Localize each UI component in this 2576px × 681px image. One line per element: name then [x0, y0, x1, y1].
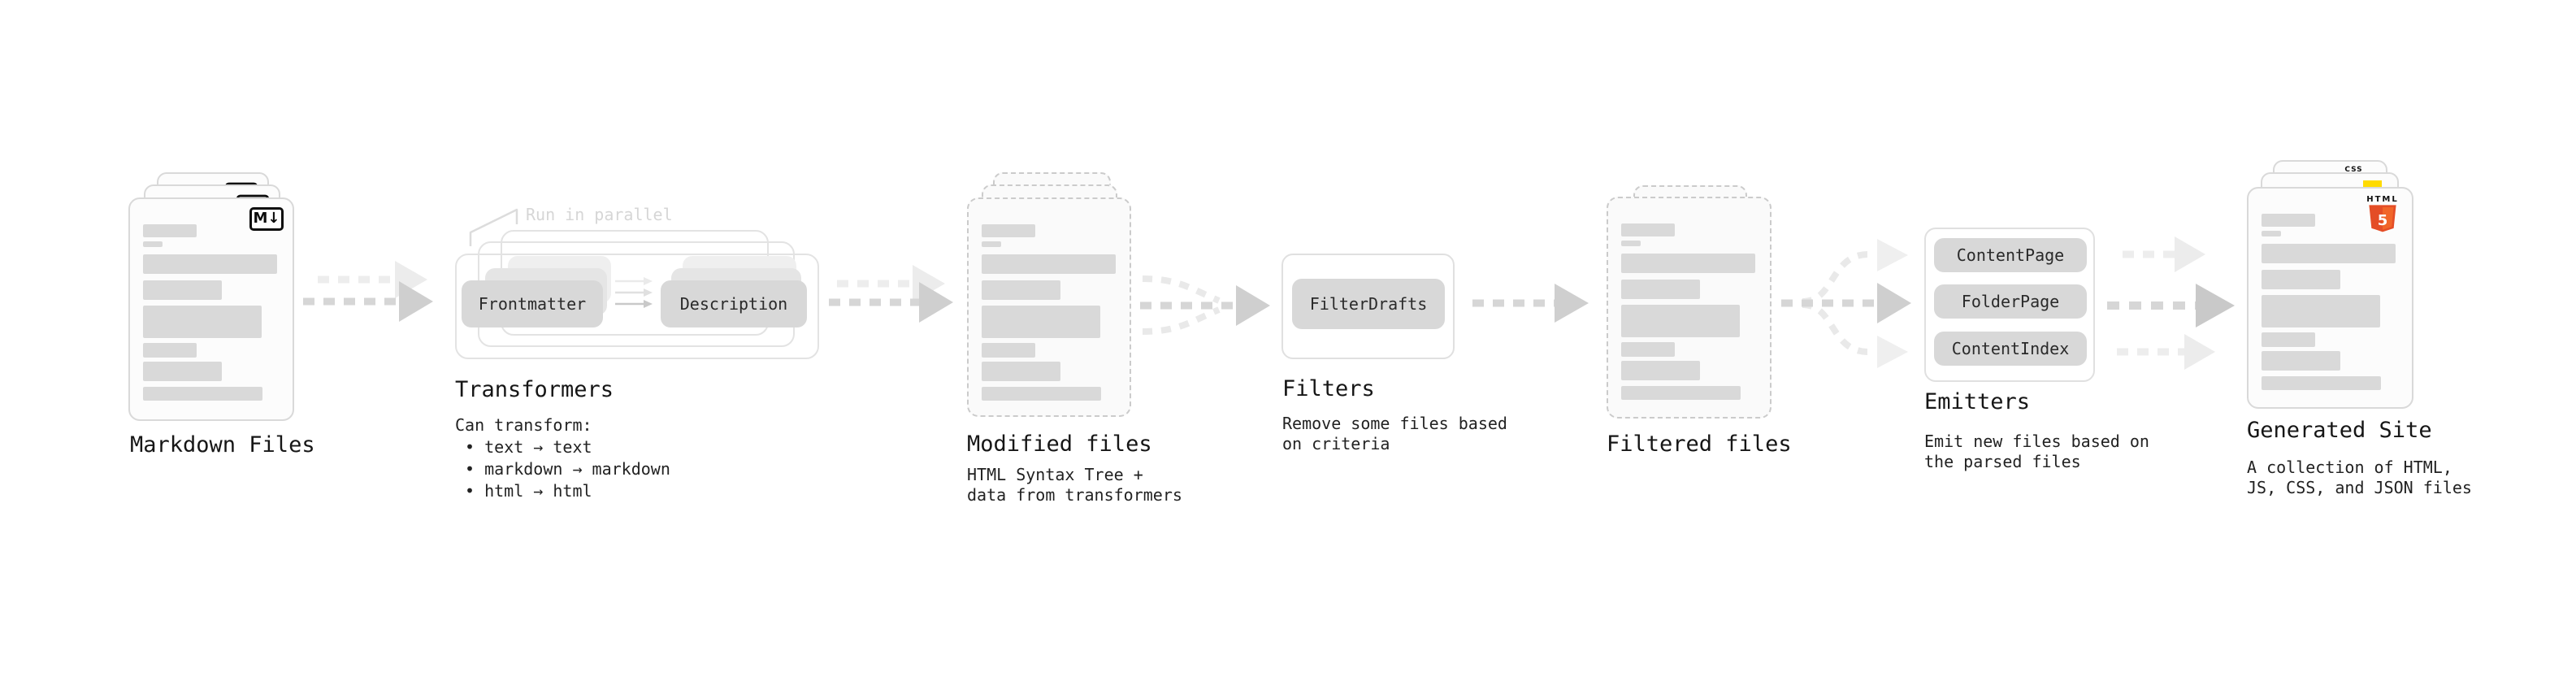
text-line-bar: [1621, 305, 1740, 337]
text-line-bar: [982, 343, 1035, 358]
html5-icon: HTML 5: [2364, 195, 2401, 236]
html5-shield: 5: [2369, 205, 2396, 232]
filters-label: Filters: [1282, 376, 1375, 401]
markdown-icon: M↓: [249, 207, 284, 231]
text-line-bar: [2262, 295, 2380, 327]
text-line-bar: [143, 224, 197, 237]
markdown-files-label: Markdown Files: [130, 432, 315, 458]
text-line-bar: [143, 241, 163, 247]
text-line-bar: [2262, 270, 2340, 289]
text-line-bar: [143, 343, 197, 358]
generated-file-card-html: HTML 5: [2247, 187, 2413, 409]
description-pill: Description: [661, 280, 807, 327]
transformers-label: Transformers: [455, 377, 614, 402]
text-line-bar: [2262, 332, 2315, 347]
emitters-label: Emitters: [1924, 389, 2031, 414]
contentindex-pill: ContentIndex: [1934, 332, 2087, 366]
contentpage-pill: ContentPage: [1934, 238, 2087, 272]
text-line-bar: [982, 387, 1101, 401]
text-line-bar: [2262, 351, 2340, 371]
svg-text:5: 5: [2378, 212, 2388, 229]
filtered-file-card-front: [1607, 197, 1772, 419]
text-line-placeholders: [1621, 223, 1761, 404]
text-line-bar: [1621, 241, 1641, 246]
arrow-transformers-to-modified: [829, 265, 953, 323]
text-line-bar: [1621, 342, 1675, 357]
arrow-modified-to-filters-fan-in: [1140, 275, 1270, 335]
text-line-bar: [982, 362, 1060, 381]
filters-desc: Remove some files based on criteria: [1282, 414, 1507, 453]
text-line-bar: [982, 306, 1100, 338]
text-line-bar: [982, 241, 1001, 247]
frontmatter-pill: Frontmatter: [462, 280, 603, 327]
text-line-bar: [1621, 254, 1755, 273]
text-line-bar: [982, 254, 1116, 274]
css-icon: CSS: [2344, 166, 2364, 174]
text-line-bar: [143, 306, 262, 338]
transformers-bullet-list: • text → text • markdown → markdown • ht…: [465, 436, 670, 502]
text-line-bar: [982, 224, 1035, 237]
text-line-bar: [143, 254, 277, 274]
markdown-file-card-front: M↓: [128, 197, 294, 421]
arrow-markdown-to-transformers: [303, 261, 433, 322]
bullet-item: • text → text: [465, 437, 592, 457]
text-line-bar: [2262, 244, 2396, 263]
filtered-files-label: Filtered files: [1607, 432, 1792, 457]
text-line-placeholders: [2262, 214, 2401, 394]
modified-files-label: Modified files: [967, 432, 1152, 457]
arrow-emitters-to-generated: [2107, 236, 2235, 370]
arrow-filters-to-filtered: [1472, 284, 1589, 323]
text-line-bar: [143, 362, 222, 381]
transformers-desc-title: Can transform:: [455, 415, 592, 435]
text-line-placeholders: [143, 224, 283, 405]
text-line-bar: [143, 387, 262, 401]
text-line-bar: [1621, 361, 1700, 380]
generated-site-desc: A collection of HTML, JS, CSS, and JSON …: [2247, 458, 2472, 497]
html5-icon-text: HTML: [2366, 195, 2399, 204]
run-in-parallel-note: Run in parallel: [526, 205, 673, 224]
text-line-bar: [2262, 376, 2381, 390]
folderpage-pill: FolderPage: [1934, 284, 2087, 319]
modified-files-desc: HTML Syntax Tree + data from transformer…: [967, 465, 1182, 505]
filterdrafts-pill: FilterDrafts: [1292, 279, 1445, 329]
transformer-box-front: [455, 254, 819, 359]
bullet-item: • markdown → markdown: [465, 459, 670, 479]
css-icon-text: CSS: [2344, 166, 2363, 174]
text-line-bar: [1621, 386, 1741, 400]
text-line-bar: [1621, 280, 1700, 299]
text-line-bar: [2262, 231, 2281, 236]
text-line-bar: [982, 280, 1060, 300]
bullet-item: • html → html: [465, 481, 592, 501]
arrow-filtered-to-emitters-fan-out: [1781, 239, 1911, 368]
modified-file-card-front: [967, 197, 1131, 417]
text-line-placeholders: [982, 224, 1121, 405]
generated-site-label: Generated Site: [2247, 418, 2432, 443]
text-line-bar: [2262, 214, 2315, 227]
emitters-desc: Emit new files based on the parsed files: [1924, 432, 2149, 471]
text-line-bar: [143, 280, 222, 300]
text-line-bar: [1621, 223, 1675, 236]
